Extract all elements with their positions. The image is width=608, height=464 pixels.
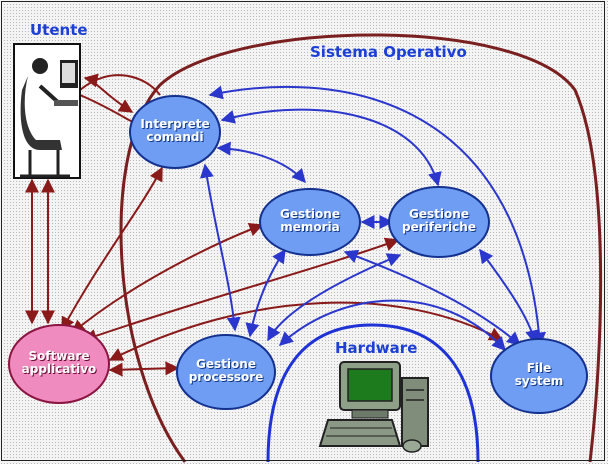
node-gestione-memoria bbox=[259, 188, 361, 256]
file-system-label: File system bbox=[514, 361, 564, 389]
gestione-periferiche-label: Gestione periferiche bbox=[402, 207, 476, 235]
node-gestione-periferiche bbox=[388, 186, 490, 258]
link-software-interprete bbox=[61, 166, 163, 332]
interprete-comandi-label: Interprete comandi bbox=[140, 117, 210, 145]
link-processore-filesystem bbox=[278, 299, 506, 352]
utente-label: Utente bbox=[30, 21, 88, 39]
link-interprete-utente bbox=[83, 73, 134, 113]
link-periferiche-processore bbox=[267, 253, 402, 342]
link-software-processore bbox=[108, 361, 180, 377]
sistema-operativo-label: Sistema Operativo bbox=[310, 43, 467, 61]
software-applicativo-label: Software applicativo bbox=[21, 349, 97, 377]
user-at-terminal-icon bbox=[13, 43, 81, 179]
hardware-label: Hardware bbox=[335, 339, 418, 357]
node-software-applicativo bbox=[8, 324, 110, 404]
link-interprete-processore bbox=[199, 163, 241, 332]
gestione-memoria-label: Gestione memoria bbox=[280, 207, 340, 235]
node-file-system bbox=[490, 338, 588, 414]
node-gestione-processore bbox=[176, 334, 276, 410]
gestione-processore-label: Gestione processore bbox=[188, 357, 264, 385]
link-interprete-periferiche bbox=[220, 108, 442, 187]
link-memoria-processore bbox=[245, 248, 286, 338]
link-memoria-filesystem bbox=[343, 249, 522, 346]
link-periferiche-filesystem bbox=[479, 248, 540, 345]
node-interprete-comandi bbox=[129, 95, 221, 169]
link-interprete-memoria bbox=[216, 141, 306, 184]
computer-hardware-icon bbox=[318, 361, 429, 453]
link-utente-os bbox=[79, 74, 161, 96]
